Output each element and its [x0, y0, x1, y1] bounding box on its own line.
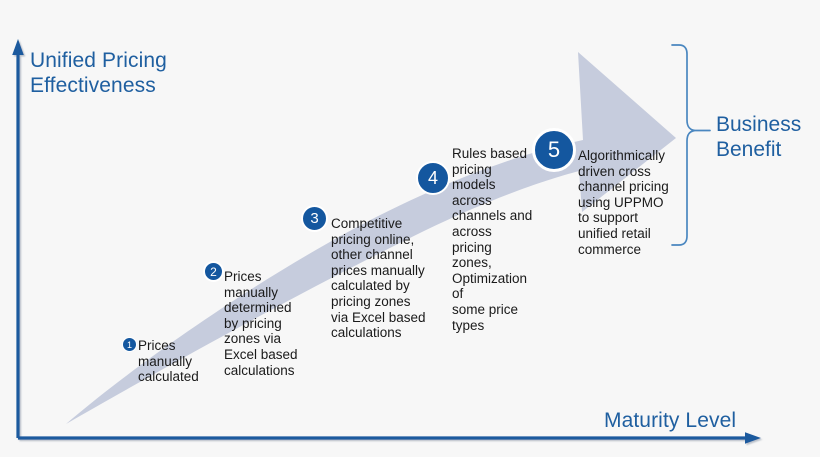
x-axis-label: Maturity Level — [604, 409, 737, 432]
step-1-description: Prices manually calculated — [138, 338, 199, 385]
business-benefit-label: Business Benefit — [716, 113, 802, 161]
step-4-number-badge: 4 — [416, 161, 450, 195]
step-4-description: Rules based pricing models across channe… — [452, 146, 533, 333]
step-2-number-badge: 2 — [203, 261, 224, 282]
step-1-number-badge: 1 — [122, 337, 137, 352]
arrow-right-icon — [745, 432, 761, 444]
right-curly-brace-icon — [671, 44, 711, 246]
step-3-number-badge: 3 — [301, 205, 328, 232]
step-2-description: Prices manually determined by pricing zo… — [224, 269, 298, 378]
step-5-number-badge: 5 — [532, 128, 576, 172]
curved-growth-arrow-icon — [66, 52, 676, 424]
x-axis — [18, 432, 761, 444]
y-axis-label: Unified Pricing Effectiveness — [30, 49, 167, 97]
step-5-description: Algorithmically driven cross channel pri… — [578, 148, 669, 257]
arrow-up-icon — [12, 39, 24, 55]
y-axis — [12, 39, 24, 438]
step-3-description: Competitive pricing online, other channe… — [331, 216, 426, 341]
